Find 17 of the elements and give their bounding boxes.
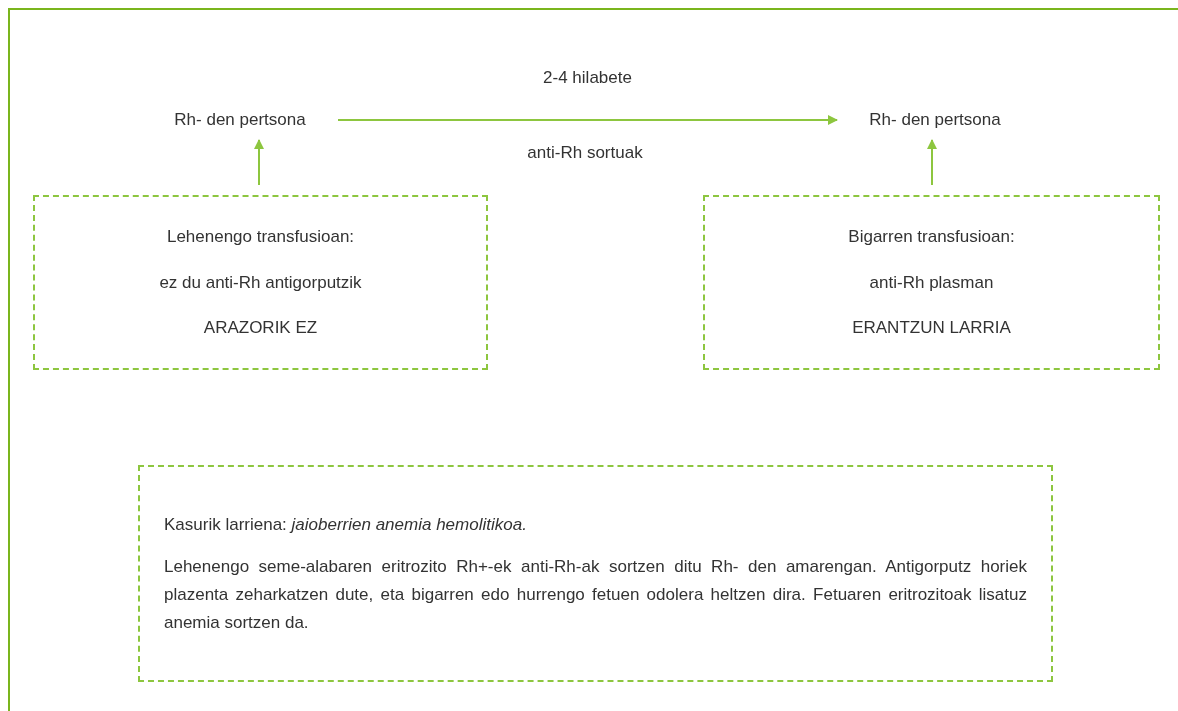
arrow	[254, 139, 264, 186]
node-text: ERANTZUN LARRIA	[852, 317, 1011, 340]
dashed-box	[33, 195, 488, 370]
node-text: anti-Rh plasman	[869, 271, 994, 294]
note-box	[138, 465, 1053, 682]
node-label: Rh- den pertsona	[142, 100, 338, 140]
node-text: ARAZORIK EZ	[203, 317, 318, 340]
node-text: Lehenengo transfusioan:	[166, 226, 355, 249]
node-text: Bigarren transfusioan:	[848, 226, 1015, 249]
arrow	[337, 115, 838, 125]
arrow-note: anti-Rh sortuak	[527, 142, 643, 164]
note-paragraph: Lehenengo seme-alabaren eritrozito Rh+-ek anti-Rh-ak sortzen ditu Rh- den amarengan. Antigorputz horiek plazenta zeharkatzen dute, eta bigarren edo hurrengo fetuen odolera heltzen dira. Fetuaren eritrozitoak lisatuz anemia sortzen da.	[164, 555, 1027, 634]
note-heading: Kasurik larriena: jaioberrien anemia hemolitikoa.	[164, 513, 528, 536]
arrow	[927, 139, 937, 186]
dashed-box	[703, 195, 1160, 370]
node-label: Rh- den pertsona	[837, 100, 1033, 140]
node-text: ez du anti-Rh antigorputzik	[159, 271, 362, 294]
